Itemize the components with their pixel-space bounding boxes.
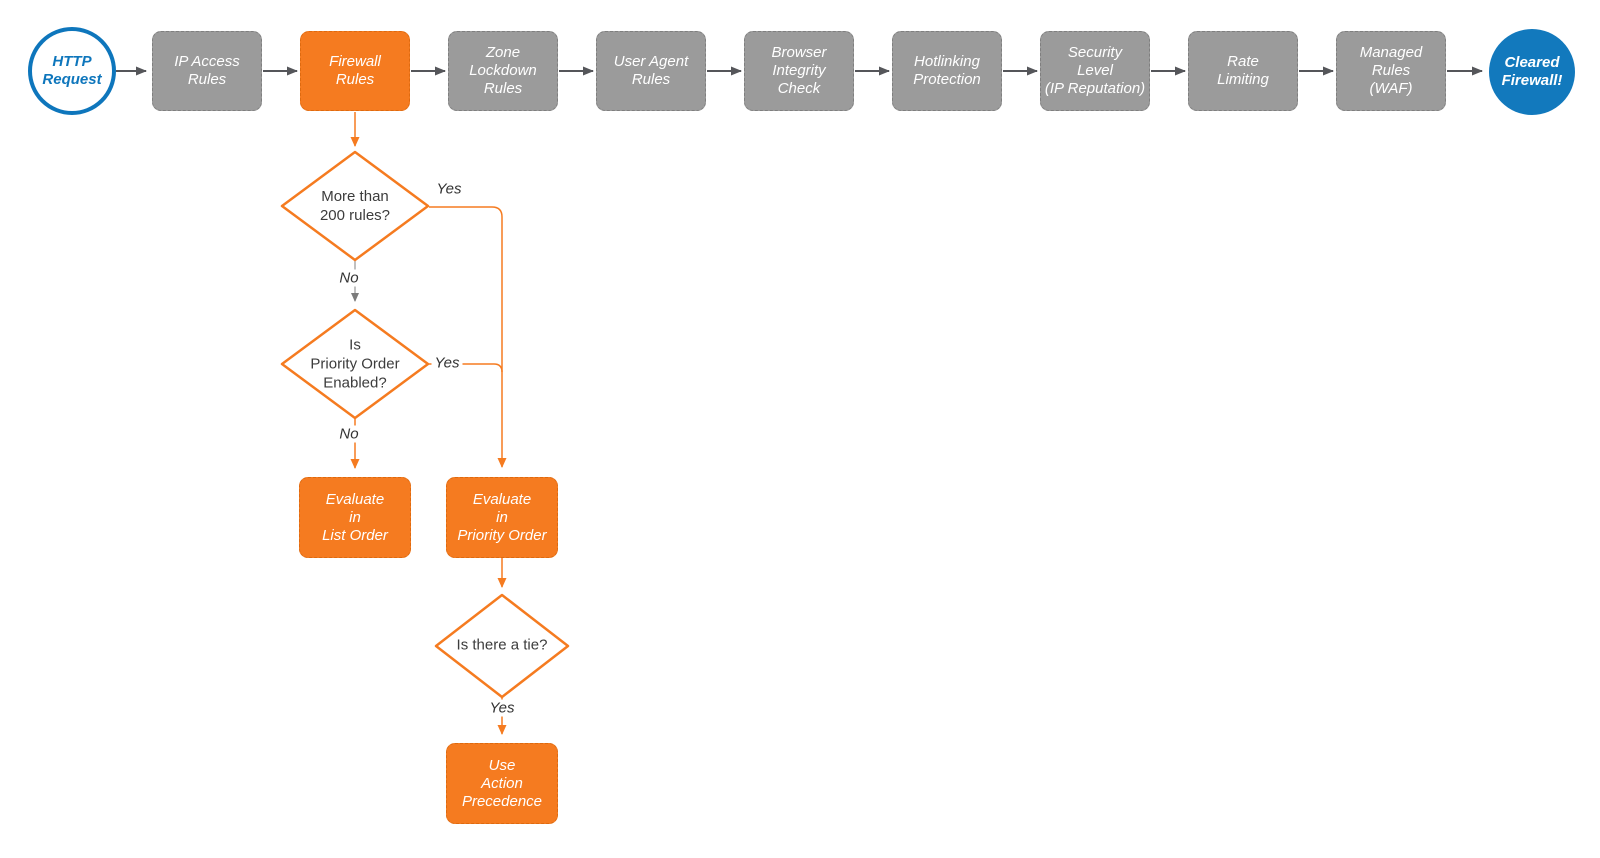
decision-more-than-200-rules-shape	[280, 150, 430, 262]
decision-is-there-a-tie-label: Is there a tie?	[456, 636, 548, 654]
node-cleared-firewall: Cleared Firewall!	[1489, 29, 1575, 115]
node-http-request-label: HTTP Request	[42, 53, 102, 88]
decision-diamonds	[280, 150, 570, 699]
decision-priority-order-enabled-shape	[280, 308, 430, 420]
node-ip-access-rules: IP Access Rules	[152, 31, 262, 111]
edge-label-decision1-yes: Yes	[433, 180, 465, 198]
edge-label-decision3-yes: Yes	[486, 699, 518, 717]
node-browser-integrity-check: Browser Integrity Check	[744, 31, 854, 111]
node-hotlinking-protection: Hotlinking Protection	[892, 31, 1002, 111]
decision-more-than-200-rules-label: More than 200 rules?	[319, 188, 391, 224]
decision-priority-order-enabled-label: Is Priority Order Enabled?	[310, 336, 400, 392]
node-user-agent-rules-label: User Agent Rules	[613, 53, 689, 88]
node-browser-integrity-check-label: Browser Integrity Check	[771, 44, 827, 97]
node-hotlinking-protection-label: Hotlinking Protection	[913, 53, 981, 88]
node-ip-access-rules-label: IP Access Rules	[174, 53, 240, 88]
node-rate-limiting-label: Rate Limiting	[1217, 53, 1269, 88]
decision-is-there-a-tie-shape	[434, 593, 570, 699]
edge-decision1-yes-to-priority-order	[429, 206, 507, 468]
node-user-agent-rules: User Agent Rules	[596, 31, 706, 111]
node-security-level: Security Level (IP Reputation)	[1040, 31, 1150, 111]
node-security-level-label: Security Level (IP Reputation)	[1044, 44, 1146, 97]
node-use-action-precedence: Use Action Precedence	[446, 743, 558, 824]
node-use-action-precedence-label: Use Action Precedence	[461, 756, 543, 810]
node-firewall-rules-label: Firewall Rules	[329, 53, 381, 88]
node-managed-rules-waf: Managed Rules (WAF)	[1336, 31, 1446, 111]
edge-label-decision1-no: No	[336, 269, 362, 287]
node-firewall-rules: Firewall Rules	[300, 31, 410, 111]
edge-label-decision2-no: No	[336, 425, 362, 443]
node-zone-lockdown-rules: Zone Lockdown Rules	[448, 31, 558, 111]
node-zone-lockdown-rules-label: Zone Lockdown Rules	[469, 44, 537, 97]
node-cleared-firewall-label: Cleared Firewall!	[1501, 54, 1563, 89]
node-evaluate-in-priority-order-label: Evaluate in Priority Order	[457, 490, 547, 544]
node-evaluate-in-list-order-label: Evaluate in List Order	[322, 490, 388, 544]
node-http-request: HTTP Request	[28, 27, 116, 115]
node-managed-rules-waf-label: Managed Rules (WAF)	[1359, 44, 1423, 97]
node-rate-limiting: Rate Limiting	[1188, 31, 1298, 111]
node-evaluate-in-list-order: Evaluate in List Order	[299, 477, 411, 558]
edge-decision2-yes-merge	[429, 363, 503, 373]
edge-label-decision2-yes: Yes	[431, 354, 463, 372]
node-evaluate-in-priority-order: Evaluate in Priority Order	[446, 477, 558, 558]
